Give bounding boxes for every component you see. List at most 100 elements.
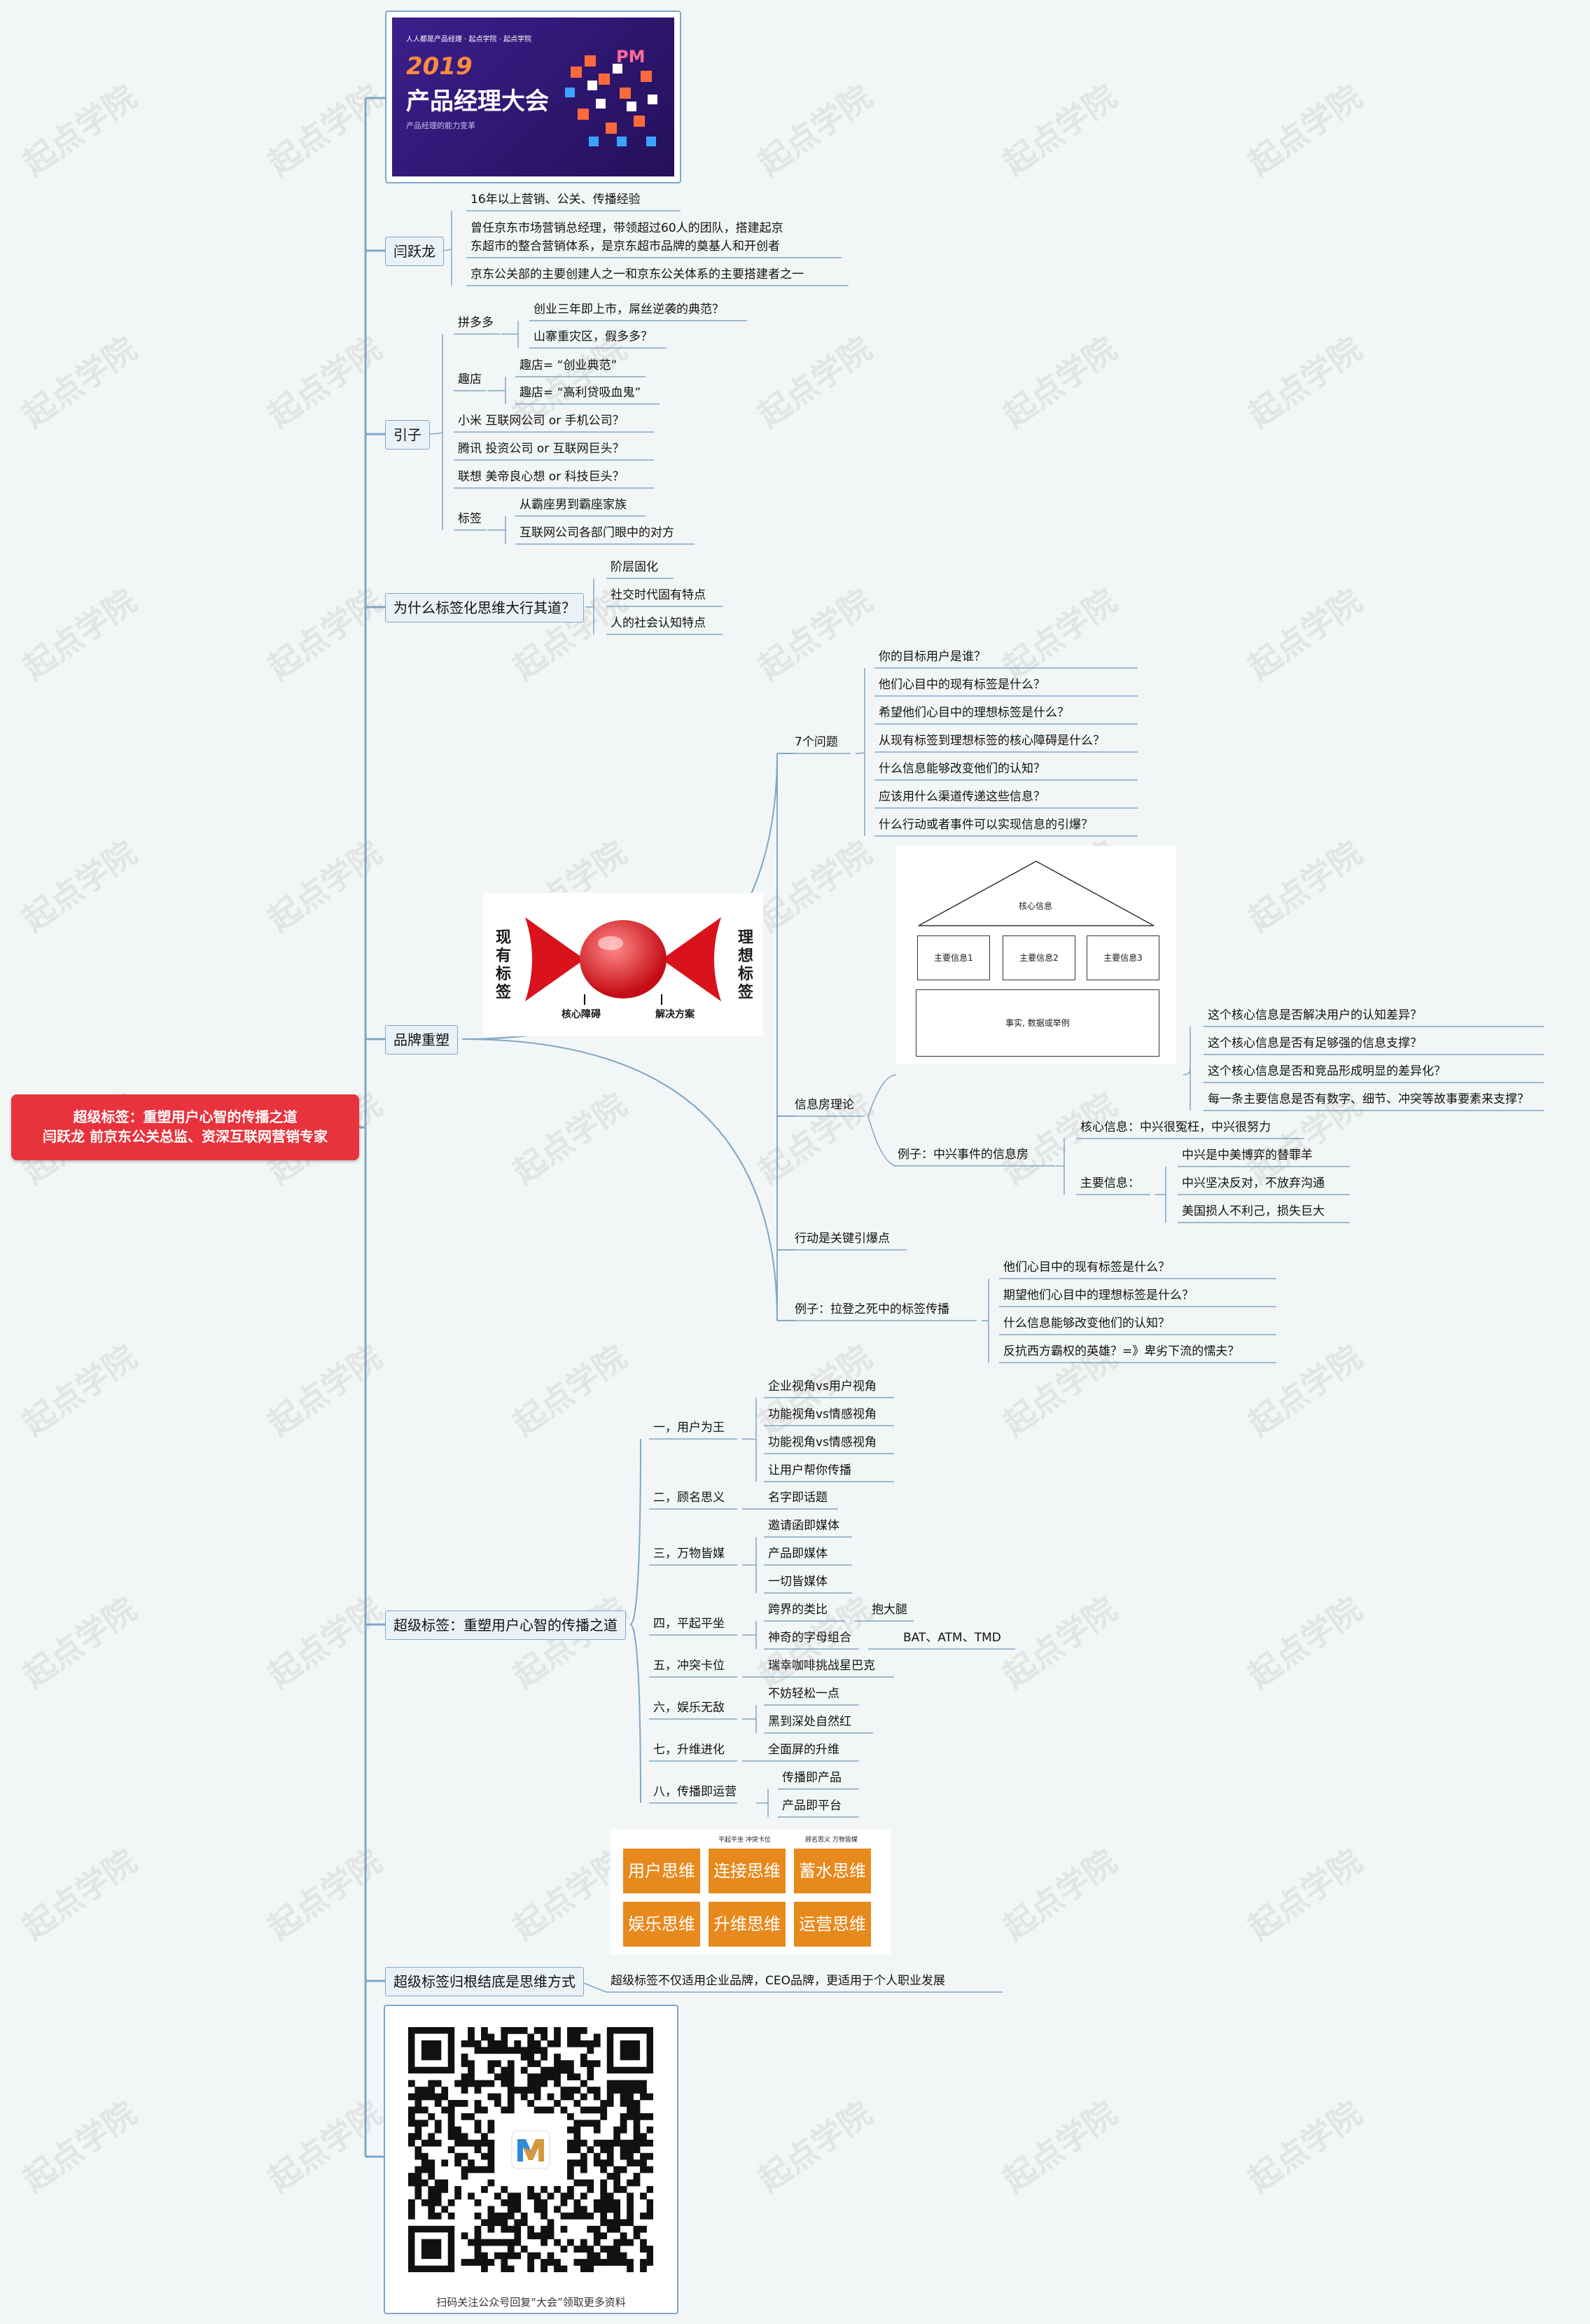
- node-why-labeling[interactable]: 为什么标签化思维大行其道？: [385, 593, 584, 622]
- qr-module: [481, 2027, 488, 2034]
- s4-sub[interactable]: 抱大腿: [872, 1603, 907, 1617]
- question-item[interactable]: 应该用什么渠道传递这些信息？: [879, 790, 1045, 804]
- qr-module: [541, 2033, 548, 2041]
- laden-item[interactable]: 他们心目中的现有标签是什么？: [1003, 1260, 1170, 1274]
- qudian-item[interactable]: 趣店= “创业典范”: [519, 359, 618, 373]
- question-item[interactable]: 希望他们心目中的理想标签是什么？: [879, 706, 1069, 720]
- super-s6[interactable]: 六，娱乐无敌: [653, 1701, 725, 1715]
- pdd-item[interactable]: 山寨重灾区，假多多？: [534, 330, 653, 344]
- qr-module: [447, 2120, 455, 2127]
- yyl-item[interactable]: 京东公关部的主要创建人之一和京东公关体系的主要搭建者之一: [470, 267, 804, 281]
- qr-module: [600, 2199, 608, 2206]
- laden-item[interactable]: 什么信息能够改变他们的认知？: [1003, 1316, 1170, 1330]
- qr-module: [600, 2259, 608, 2266]
- qr-module: [474, 2166, 482, 2173]
- super-s1[interactable]: 一，用户为王: [653, 1421, 725, 1435]
- s3-item[interactable]: 产品即媒体: [768, 1547, 828, 1561]
- yyl-item[interactable]: 16年以上营销、公关、传播经验: [470, 193, 641, 207]
- qr-module: [640, 2259, 647, 2266]
- zte-core[interactable]: 核心信息：中兴很冤枉，中兴很努力: [1080, 1120, 1271, 1134]
- zte-main-item[interactable]: 美国损人不利己，损失巨大: [1182, 1204, 1325, 1218]
- house-check-item[interactable]: 这个核心信息是否解决用户的认知差异？: [1208, 1008, 1422, 1022]
- s1-item[interactable]: 企业视角vs用户视角: [768, 1379, 877, 1393]
- qr-module: [567, 2126, 574, 2134]
- node-thinking-way[interactable]: 超级标签归根结底是思维方式: [385, 1967, 584, 1996]
- qr-module: [613, 2252, 621, 2260]
- yinzi-biaoqian[interactable]: 标签: [458, 512, 482, 526]
- s2-item[interactable]: 名字即话题: [768, 1491, 828, 1505]
- zte-main-item[interactable]: 中兴坚决反对，不放弃沟通: [1182, 1176, 1325, 1190]
- qr-module: [447, 2126, 455, 2134]
- node-yan-yuelong[interactable]: 闫跃龙: [385, 237, 444, 266]
- s1-item[interactable]: 功能视角vs情感视角: [768, 1435, 877, 1449]
- s4-item[interactable]: 跨界的类比: [768, 1603, 828, 1617]
- super-s2[interactable]: 二，顾名思义: [653, 1491, 725, 1505]
- laden-item[interactable]: 期望他们心目中的理想标签是什么？: [1003, 1288, 1194, 1302]
- question-item[interactable]: 什么行动或者事件可以实现信息的引爆？: [879, 818, 1093, 832]
- qr-module: [613, 2239, 621, 2246]
- question-item[interactable]: 从现有标签到理想标签的核心障碍是什么？: [879, 734, 1105, 748]
- yinzi-qudian[interactable]: 趣店: [458, 373, 482, 387]
- why-item[interactable]: 阶层固化: [611, 560, 658, 574]
- s7-item[interactable]: 全面屏的升维: [768, 1743, 839, 1757]
- house-check-item[interactable]: 这个核心信息是否有足够强的信息支撑？: [1208, 1036, 1422, 1050]
- qr-module: [441, 2106, 449, 2114]
- question-item[interactable]: 你的目标用户是谁？: [879, 650, 986, 664]
- qr-module: [474, 2139, 482, 2147]
- s1-item[interactable]: 让用户帮你传播: [768, 1463, 851, 1477]
- watermark-text: 起点学院: [996, 77, 1124, 183]
- brand-7-questions[interactable]: 7个问题: [795, 735, 838, 749]
- s4-sub[interactable]: BAT、ATM、TMD: [903, 1631, 1001, 1645]
- why-item[interactable]: 社交时代固有特点: [611, 588, 706, 602]
- s6-item[interactable]: 黑到深处自然红: [768, 1715, 851, 1729]
- laden-item[interactable]: 反抗西方霸权的英雄？=》卑劣下流的懦夫？: [1003, 1344, 1240, 1358]
- qr-module: [501, 2033, 508, 2041]
- qr-module: [573, 2159, 581, 2166]
- s3-item[interactable]: 邀请函即媒体: [768, 1519, 839, 1533]
- connector-curve: [1055, 1165, 1065, 1167]
- house-check-item[interactable]: 每一条主要信息是否有数字、细节、冲突等故事要素来支撑？: [1208, 1092, 1529, 1106]
- final-item[interactable]: 超级标签不仅适用企业品牌，CEO品牌，更适用于个人职业发展: [611, 1974, 945, 1988]
- qr-module: [600, 2166, 608, 2173]
- s5-item[interactable]: 瑞幸咖啡挑战星巴克: [768, 1659, 875, 1673]
- laden-example[interactable]: 例子：拉登之死中的标签传播: [795, 1302, 949, 1316]
- question-item[interactable]: 什么信息能够改变他们的认知？: [879, 762, 1045, 776]
- s8-item[interactable]: 产品即平台: [782, 1799, 842, 1813]
- s8-item[interactable]: 传播即产品: [782, 1771, 842, 1785]
- zte-main-item[interactable]: 中兴是中美博弈的替罪羊: [1182, 1148, 1313, 1162]
- qr-module: [633, 2173, 641, 2180]
- root-node[interactable]: 超级标签：重塑用户心智的传播之道 闫跃龙 前京东公关总监、资深互联网营销专家: [11, 1094, 359, 1160]
- question-item[interactable]: 他们心目中的现有标签是什么？: [879, 678, 1045, 692]
- node-super-label[interactable]: 超级标签：重塑用户心智的传播之道: [385, 1610, 626, 1640]
- yinzi-pdd[interactable]: 拼多多: [458, 316, 494, 330]
- super-s3[interactable]: 三，万物皆媒: [653, 1547, 725, 1561]
- node-brand-reshape[interactable]: 品牌重塑: [385, 1025, 458, 1055]
- yyl-item[interactable]: 曾任京东市场营销总经理，带领超过60人的团队，搭建起京: [470, 221, 783, 235]
- qr-module: [468, 2192, 475, 2200]
- brand-action[interactable]: 行动是关键引爆点: [795, 1232, 890, 1246]
- pdd-item[interactable]: 创业三年即上市，屌丝逆袭的典范？: [534, 302, 724, 316]
- yinzi-row[interactable]: 腾讯 投资公司 or 互联网巨头？: [458, 442, 625, 456]
- qudian-item[interactable]: 趣店= “高利贷吸血鬼”: [519, 386, 641, 400]
- zte-main[interactable]: 主要信息：: [1080, 1176, 1140, 1190]
- watermark-text: 起点学院: [15, 77, 144, 183]
- biaoqian-item[interactable]: 从霸座男到霸座家族: [519, 498, 627, 512]
- why-item[interactable]: 人的社会认知特点: [611, 616, 706, 630]
- yyl-item[interactable]: 东超市的整合营销体系，是京东超市品牌的奠基人和开创者: [470, 239, 780, 253]
- super-s8[interactable]: 八，传播即运营: [653, 1785, 737, 1799]
- zte-example[interactable]: 例子：中兴事件的信息房: [898, 1148, 1028, 1162]
- super-s7[interactable]: 七，升维进化: [653, 1743, 725, 1757]
- super-s5[interactable]: 五，冲突卡位: [653, 1659, 725, 1673]
- brand-info-house[interactable]: 信息房理论: [795, 1098, 854, 1112]
- yinzi-row[interactable]: 联想 美帝良心想 or 科技巨头？: [458, 470, 625, 484]
- s1-item[interactable]: 功能视角vs情感视角: [768, 1407, 877, 1421]
- node-yinzi[interactable]: 引子: [385, 420, 430, 450]
- super-s4[interactable]: 四，平起平坐: [653, 1617, 725, 1631]
- qr-module: [613, 2206, 621, 2213]
- s4-item[interactable]: 神奇的字母组合: [768, 1631, 851, 1645]
- house-check-item[interactable]: 这个核心信息是否和竞品形成明显的差异化？: [1208, 1064, 1446, 1078]
- s6-item[interactable]: 不妨轻松一点: [768, 1687, 839, 1701]
- biaoqian-item[interactable]: 互联网公司各部门眼中的对方: [519, 526, 674, 540]
- yinzi-row[interactable]: 小米 互联网公司 or 手机公司？: [458, 414, 625, 428]
- s3-item[interactable]: 一切皆媒体: [768, 1575, 828, 1589]
